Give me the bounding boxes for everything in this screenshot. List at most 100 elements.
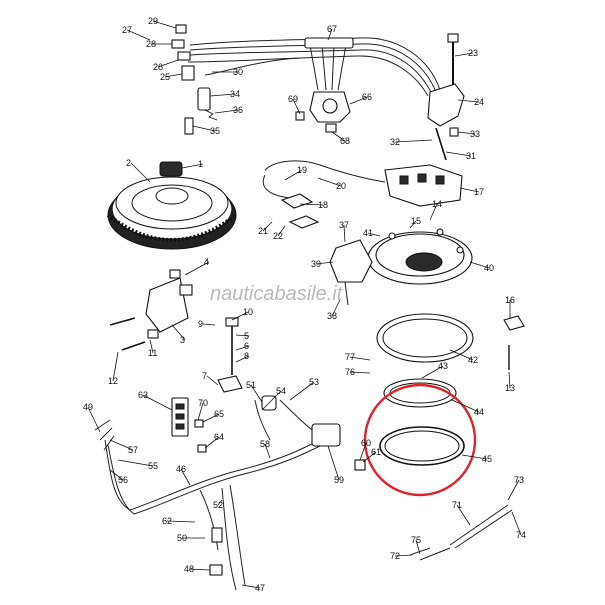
leader-line-48 — [188, 568, 211, 571]
leader-line-74 — [511, 511, 522, 536]
callout-label-52: 52 — [213, 500, 223, 510]
leader-line-76 — [349, 371, 371, 374]
callout-label-3: 3 — [180, 335, 185, 345]
leader-line-64 — [204, 436, 220, 449]
callout-label-40: 40 — [484, 263, 494, 273]
leader-line-66 — [349, 96, 368, 105]
connector-29 — [175, 24, 187, 34]
watermark: nauticabasile.it — [210, 283, 344, 305]
leader-line-59 — [327, 445, 340, 481]
callout-label-51: 51 — [246, 380, 256, 390]
leader-line-58 — [264, 443, 271, 459]
leader-line-7 — [206, 375, 219, 386]
callout-label-64: 64 — [214, 432, 224, 442]
leader-line-26 — [157, 59, 179, 68]
callout-label-62: 62 — [162, 516, 172, 526]
leader-line-62 — [166, 520, 196, 523]
leader-line-43 — [421, 365, 444, 379]
connector-28 — [171, 39, 185, 49]
callout-label-30: 30 — [233, 67, 243, 77]
callout-label-58: 58 — [260, 439, 270, 449]
leader-line-77 — [349, 356, 371, 361]
callout-label-28: 28 — [146, 39, 156, 49]
leader-line-21 — [262, 221, 273, 232]
highlight-circle-ring-45 — [363, 383, 477, 497]
leader-line-61 — [362, 451, 377, 463]
leader-line-45 — [461, 454, 488, 460]
leader-line-33 — [457, 131, 476, 135]
leader-line-56 — [109, 469, 124, 481]
leader-line-35 — [192, 125, 216, 132]
callout-label-71: 71 — [452, 500, 462, 510]
callout-label-14: 14 — [432, 199, 442, 209]
callout-label-60: 60 — [361, 438, 371, 448]
callout-label-47: 47 — [255, 583, 265, 593]
leader-line-29 — [152, 20, 177, 29]
leader-line-49 — [87, 406, 101, 433]
callout-label-35: 35 — [210, 126, 220, 136]
callout-label-16: 16 — [505, 295, 515, 305]
callout-label-1: 1 — [198, 159, 203, 169]
callout-label-9: 9 — [198, 319, 203, 329]
callout-label-6: 6 — [244, 341, 249, 351]
leader-line-57 — [109, 439, 134, 451]
callout-label-13: 13 — [505, 383, 515, 393]
leader-line-18 — [299, 203, 324, 206]
leader-line-67 — [327, 28, 333, 41]
callout-label-41: 41 — [363, 228, 373, 238]
leader-line-5 — [235, 334, 250, 337]
callout-label-67: 67 — [327, 24, 337, 34]
bushing-16 — [503, 315, 525, 370]
callout-label-26: 26 — [153, 62, 163, 72]
callout-label-70: 70 — [198, 398, 208, 408]
leader-line-40 — [469, 261, 490, 269]
leader-line-55 — [117, 459, 154, 467]
leader-line-25 — [164, 73, 183, 78]
callout-label-77: 77 — [345, 352, 355, 362]
leader-line-23 — [454, 52, 474, 57]
leader-line-75 — [415, 539, 421, 555]
leader-line-44 — [451, 399, 480, 413]
leader-line-15 — [409, 220, 417, 229]
callout-label-4: 4 — [204, 257, 209, 267]
armature-plate-40 — [329, 228, 473, 306]
leader-line-4 — [184, 261, 210, 276]
leader-line-63 — [142, 394, 173, 411]
leader-line-51 — [250, 384, 263, 403]
leader-line-71 — [456, 504, 471, 526]
callout-label-66: 66 — [362, 92, 372, 102]
callout-label-11: 11 — [148, 348, 157, 358]
callout-label-36: 36 — [233, 105, 243, 115]
leader-line-22 — [277, 225, 286, 237]
leader-line-69 — [292, 98, 301, 115]
callout-label-18: 18 — [318, 200, 328, 210]
callout-label-2: 2 — [126, 158, 131, 168]
callout-label-33: 33 — [470, 129, 480, 139]
leader-line-72 — [394, 554, 413, 557]
callout-label-61: 61 — [371, 447, 381, 457]
callout-label-45: 45 — [482, 454, 492, 464]
leader-line-36 — [214, 109, 239, 114]
leader-line-11 — [149, 339, 154, 354]
callout-label-49: 49 — [83, 402, 93, 412]
connector-26 — [177, 51, 191, 61]
callout-label-63: 63 — [138, 390, 148, 400]
callout-label-44: 44 — [474, 407, 484, 417]
leader-line-47 — [241, 584, 261, 589]
leader-line-14 — [429, 203, 438, 221]
leader-line-32 — [394, 139, 433, 143]
leader-line-52 — [217, 499, 223, 506]
leader-line-17 — [459, 187, 480, 193]
terminal-block-63 — [171, 397, 207, 453]
lead-wires-71 — [409, 504, 513, 561]
callout-label-21: 21 — [258, 226, 268, 236]
leader-line-13 — [508, 371, 511, 389]
callout-label-25: 25 — [160, 72, 170, 82]
leader-line-73 — [507, 479, 520, 501]
callout-label-68: 68 — [340, 136, 350, 146]
rectifier-3 — [109, 269, 243, 393]
callout-label-59: 59 — [334, 475, 344, 485]
callout-label-69: 69 — [288, 94, 298, 104]
